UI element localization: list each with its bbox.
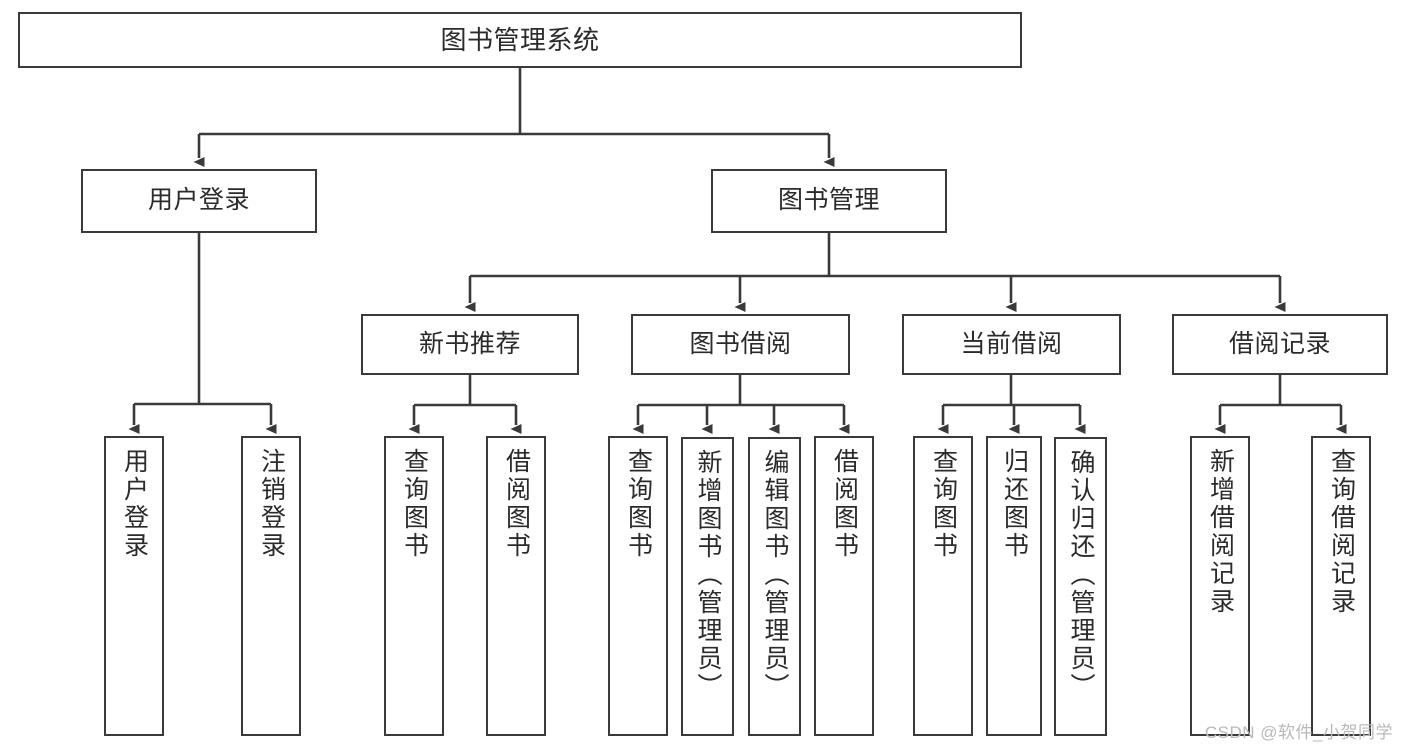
node-label: 编辑图书（管理员）	[761, 449, 789, 701]
leaf-node[interactable]: 借阅图书	[814, 436, 874, 736]
node-borrow-record[interactable]: 借阅记录	[1172, 314, 1388, 375]
node-label: 注销登录	[257, 448, 286, 560]
node-label: 新书推荐	[418, 329, 521, 358]
node-label: 借阅图书	[502, 448, 531, 560]
leaf-node[interactable]: 用户登录	[104, 436, 164, 736]
leaf-node[interactable]: 查询图书	[608, 436, 668, 736]
node-label: 查询图书	[929, 448, 958, 560]
leaf-node[interactable]: 归还图书	[986, 436, 1042, 736]
node-label: 借阅图书	[830, 448, 859, 560]
node-current-borrow[interactable]: 当前借阅	[902, 314, 1121, 375]
node-label: 用户登录	[147, 186, 250, 215]
node-label: 图书管理	[777, 186, 880, 215]
csdn-watermark: CSDN @软件_小贺同学	[1204, 723, 1393, 742]
node-label: 新增图书（管理员）	[694, 449, 722, 701]
node-label: 当前借阅	[960, 329, 1063, 358]
node-user-login[interactable]: 用户登录	[81, 169, 317, 233]
node-label: 查询借阅记录	[1327, 448, 1356, 616]
node-label: 新增借阅记录	[1206, 448, 1235, 616]
node-label: 查询图书	[400, 448, 429, 560]
node-book-borrow[interactable]: 图书借阅	[631, 314, 850, 375]
leaf-node[interactable]: 新增借阅记录	[1190, 436, 1250, 736]
node-label: 借阅记录	[1228, 329, 1331, 358]
node-label: 归还图书	[1000, 448, 1029, 560]
node-label: 图书借阅	[689, 329, 792, 358]
leaf-node[interactable]: 借阅图书	[486, 436, 546, 736]
node-label: 确认归还（管理员）	[1067, 449, 1095, 701]
node-new-book-recommend[interactable]: 新书推荐	[361, 314, 579, 375]
leaf-node[interactable]: 注销登录	[241, 436, 301, 736]
leaf-node[interactable]: 编辑图书（管理员）	[748, 437, 801, 736]
leaf-node[interactable]: 确认归还（管理员）	[1054, 437, 1107, 736]
leaf-node[interactable]: 查询图书	[913, 436, 973, 736]
leaf-node[interactable]: 新增图书（管理员）	[681, 437, 734, 736]
node-label: 图书管理系统	[440, 24, 600, 55]
leaf-node[interactable]: 查询借阅记录	[1311, 436, 1371, 736]
node-label: 查询图书	[624, 448, 653, 560]
node-root[interactable]: 图书管理系统	[18, 12, 1022, 68]
leaf-node[interactable]: 查询图书	[384, 436, 444, 736]
node-book-management[interactable]: 图书管理	[711, 169, 947, 233]
node-label: 用户登录	[120, 448, 149, 560]
